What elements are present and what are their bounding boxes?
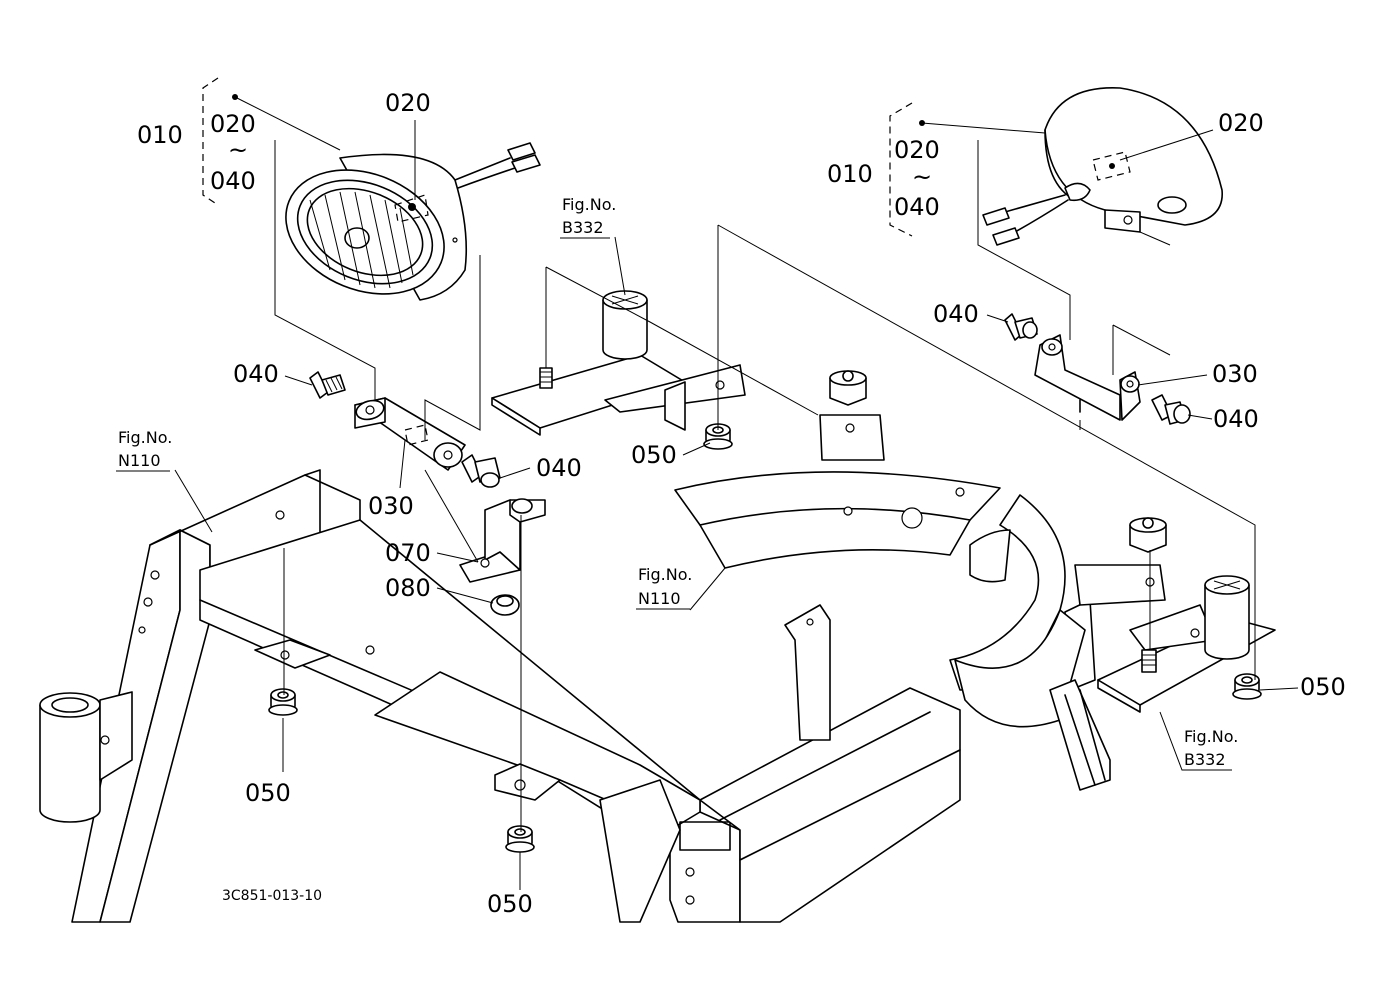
fig-ref-b332-bottom-line1: Fig.No. — [1184, 727, 1238, 746]
label-nut-050-b: 050 — [245, 779, 291, 807]
label-left-020: 020 — [385, 89, 431, 117]
fig-ref-b332-top-line2: B332 — [562, 218, 604, 237]
bracket-070 — [459, 498, 546, 583]
label-right-range-bottom: 040 — [894, 193, 940, 221]
label-right-030: 030 — [1212, 360, 1258, 388]
flange-nut-050-bottom — [505, 825, 535, 853]
grommet-080 — [490, 594, 520, 616]
right-headlamp — [982, 87, 1223, 246]
fig-ref-n110-left: Fig.No. N110 — [116, 428, 172, 472]
bracket-b332-top — [491, 267, 746, 436]
right-bracket-030 — [1034, 334, 1141, 421]
label-right-020: 020 — [1218, 109, 1264, 137]
left-headlamp — [285, 142, 541, 301]
fig-ref-n110-left-line2: N110 — [118, 451, 161, 470]
label-right-040-right: 040 — [1213, 405, 1259, 433]
label-nut-050-a: 050 — [631, 441, 677, 469]
label-left-range-bottom: 040 — [210, 167, 256, 195]
label-right-range-top: 020 — [894, 136, 940, 164]
fig-ref-n110-center: Fig.No. N110 — [636, 565, 692, 610]
left-bolt-040-lower — [461, 454, 501, 488]
curved-frame-rail — [674, 414, 1166, 791]
bracket-b332-bottom — [1097, 575, 1276, 713]
fig-ref-b332-bottom-line2: B332 — [1184, 750, 1226, 769]
fig-ref-n110-left-line1: Fig.No. — [118, 428, 172, 447]
label-left-010: 010 — [137, 121, 183, 149]
flange-nut-050-right — [1232, 673, 1262, 700]
left-bracket-030 — [354, 397, 466, 471]
fig-ref-b332-top: Fig.No. B332 — [560, 195, 616, 239]
weld-nut-center — [829, 370, 867, 406]
label-left-040-upper: 040 — [233, 360, 279, 388]
fig-ref-n110-center-line1: Fig.No. — [638, 565, 692, 584]
label-nut-050-d: 050 — [1300, 673, 1346, 701]
label-right-range-tilde: ~ — [912, 163, 932, 191]
label-right-010: 010 — [827, 160, 873, 188]
assembly-lines — [174, 96, 1299, 890]
label-right-040-left: 040 — [933, 300, 979, 328]
left-group-dot — [232, 94, 238, 100]
flange-nut-050-left — [268, 688, 298, 716]
fig-ref-n110-center-line2: N110 — [638, 589, 681, 608]
label-bracket-070: 070 — [385, 539, 431, 567]
fig-ref-b332-bottom: Fig.No. B332 — [1182, 727, 1238, 771]
diagram-code: 3C851-013-10 — [222, 888, 322, 904]
front-frame — [39, 469, 961, 923]
weld-nut-right — [1129, 517, 1167, 553]
label-left-range-tilde: ~ — [228, 136, 248, 164]
right-bolt-040-left — [1004, 313, 1038, 341]
fig-ref-b332-top-line1: Fig.No. — [562, 195, 616, 214]
label-left-030: 030 — [368, 492, 414, 520]
label-left-range-top: 020 — [210, 110, 256, 138]
label-nut-050-c: 050 — [487, 890, 533, 918]
right-bolt-040-right — [1151, 394, 1191, 425]
left-bolt-040-upper — [309, 371, 346, 399]
left-group-bracket — [202, 77, 219, 206]
right-group-bracket — [889, 102, 913, 237]
label-grommet-080: 080 — [385, 574, 431, 602]
right-group-dot — [919, 120, 925, 126]
label-left-040-lower: 040 — [536, 454, 582, 482]
